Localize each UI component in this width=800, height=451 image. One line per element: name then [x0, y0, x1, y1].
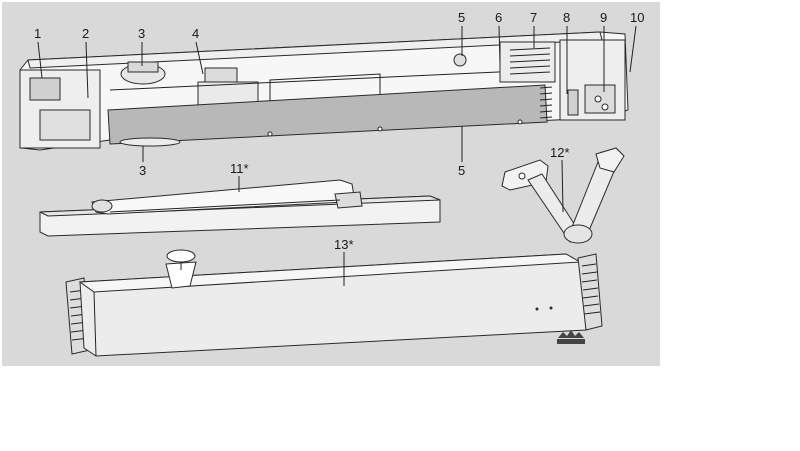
callout-5-top: 5	[458, 10, 465, 25]
cover-housing	[65, 249, 603, 357]
callout-3-top: 3	[138, 26, 145, 41]
callout-5-bottom: 5	[458, 163, 465, 178]
callout-7: 7	[530, 10, 537, 25]
callout-12: 12*	[550, 145, 570, 160]
callout-10: 10	[630, 10, 644, 25]
callout-9: 9	[600, 10, 607, 25]
brand-crown-logo	[557, 330, 585, 344]
slide-rail-arm	[39, 179, 441, 237]
callout-6: 6	[495, 10, 502, 25]
callout-labels: 1 2 3 4 5 6 7 8 9 10 3 5 11* 12* 13*	[34, 10, 644, 252]
callout-13: 13*	[334, 237, 354, 252]
callout-2: 2	[82, 26, 89, 41]
standard-arm	[501, 147, 625, 244]
operator-unit	[19, 31, 629, 151]
callout-1: 1	[34, 26, 41, 41]
callout-8: 8	[563, 10, 570, 25]
callout-4: 4	[192, 26, 199, 41]
callout-11: 11*	[230, 161, 249, 176]
leader-lines	[37, 25, 637, 286]
callout-3-bottom: 3	[139, 163, 146, 178]
